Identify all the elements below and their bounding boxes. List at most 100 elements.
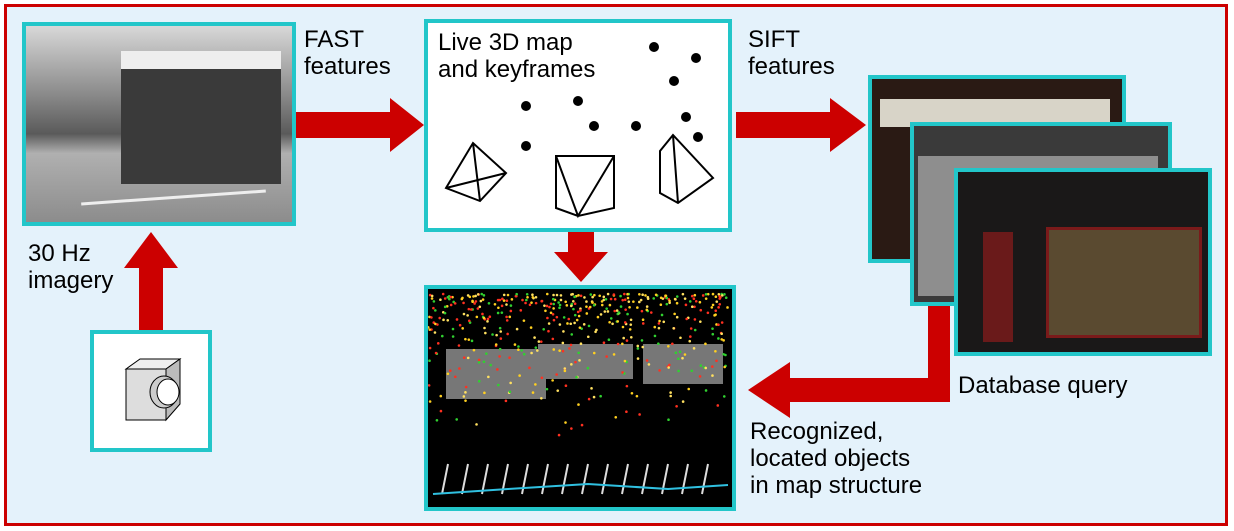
map-feature-point [530, 351, 533, 355]
map-feature-point [615, 309, 619, 312]
map-feature-point [699, 308, 703, 312]
map-feature-point [454, 375, 457, 379]
map-feature-point [690, 294, 694, 298]
map-feature-point [711, 365, 714, 368]
map-feature-point [482, 316, 486, 320]
map-feature-point [690, 369, 694, 373]
map-feature-point [582, 323, 586, 326]
map-feature-point [641, 322, 645, 325]
map-feature-point [623, 359, 627, 363]
map-feature-point [476, 293, 480, 296]
map-feature-point [657, 342, 660, 346]
map-feature-point [479, 299, 483, 303]
map-feature-point [528, 366, 531, 370]
map-feature-point [711, 303, 715, 307]
map-feature-point [562, 316, 566, 319]
map-feature-point [665, 302, 669, 306]
map-feature-point [496, 368, 499, 371]
camera-image [22, 22, 296, 226]
map-feature-point [710, 306, 714, 309]
map-feature-point [478, 305, 482, 309]
map-feature-point [594, 330, 597, 334]
map-feature-point [497, 306, 500, 310]
map-feature-point [647, 363, 651, 366]
map-feature-point [577, 314, 581, 318]
map-feature-point [467, 307, 471, 311]
map-feature-point [520, 349, 524, 352]
map-feature-point [482, 360, 486, 364]
map-feature-point [555, 315, 559, 319]
map-feature-point [665, 296, 669, 300]
map-feature-point [717, 337, 720, 340]
map-feature-point [629, 335, 633, 339]
map-feature-point [687, 387, 691, 391]
map-feature-point [464, 399, 467, 402]
map-feature-point [509, 381, 512, 385]
map-feature-point [531, 295, 535, 299]
map-feature-point [701, 294, 705, 297]
map-feature-point [461, 296, 464, 300]
map-feature-point [476, 307, 480, 310]
map-feature-point [675, 301, 679, 305]
map-feature-point [524, 301, 527, 305]
map-feature-point [446, 372, 450, 376]
map-point [521, 141, 531, 151]
map-feature-point [472, 348, 476, 352]
map-feature-point [546, 316, 549, 320]
map-feature-point [502, 293, 506, 297]
map-feature-point [467, 319, 471, 323]
map-feature-point [717, 306, 720, 309]
map-feature-point [635, 394, 639, 398]
map-feature-point [446, 318, 450, 322]
map-feature-point [545, 292, 549, 296]
map-feature-point [484, 331, 487, 335]
map-feature-point [439, 409, 443, 413]
map-feature-point [580, 423, 584, 427]
map-feature-point [555, 373, 558, 376]
map-feature-point [467, 338, 471, 341]
map-feature-point [549, 311, 553, 315]
map-feature-point [644, 294, 647, 297]
camera-trajectory [432, 482, 729, 495]
map-feature-point [600, 303, 604, 307]
map-feature-point [564, 384, 568, 388]
map-feature-point [441, 292, 445, 296]
map-feature-point [558, 349, 561, 352]
map-feature-point [576, 310, 580, 314]
map-feature-point [652, 297, 656, 300]
map-feature-point [562, 330, 565, 333]
map-feature-point [720, 321, 724, 324]
map-feature-point [722, 395, 726, 398]
map-feature-point [556, 389, 560, 392]
map-point [589, 121, 599, 131]
map-feature-point [508, 390, 512, 394]
map-feature-point [569, 343, 573, 347]
map-feature-point [480, 292, 484, 296]
map-feature-point [564, 300, 567, 304]
map-feature-point [604, 297, 608, 301]
map-feature-point [567, 317, 571, 321]
map-feature-point [488, 315, 492, 319]
map-feature-point [592, 303, 596, 307]
map-feature-point [451, 335, 455, 338]
map-feature-point [706, 292, 710, 296]
map-feature-point [688, 300, 692, 303]
map-feature-point [528, 303, 532, 307]
map-feature-point [540, 376, 544, 380]
map-feature-point [552, 318, 556, 322]
map-feature-point [502, 299, 506, 302]
map-point [669, 76, 679, 86]
map-feature-point [489, 363, 492, 367]
map-feature-point [621, 342, 624, 346]
map-feature-point [468, 295, 472, 299]
map-feature-point [505, 315, 508, 319]
arrow-fast-to-map [295, 98, 424, 152]
map-feature-point [658, 319, 661, 323]
map-feature-point [698, 300, 702, 304]
map-feature-point [573, 321, 576, 325]
map-feature-point [711, 327, 714, 330]
map-feature-point [461, 327, 464, 330]
map-feature-point [578, 359, 581, 362]
map-feature-point [614, 415, 618, 419]
map-feature-point [599, 313, 603, 316]
